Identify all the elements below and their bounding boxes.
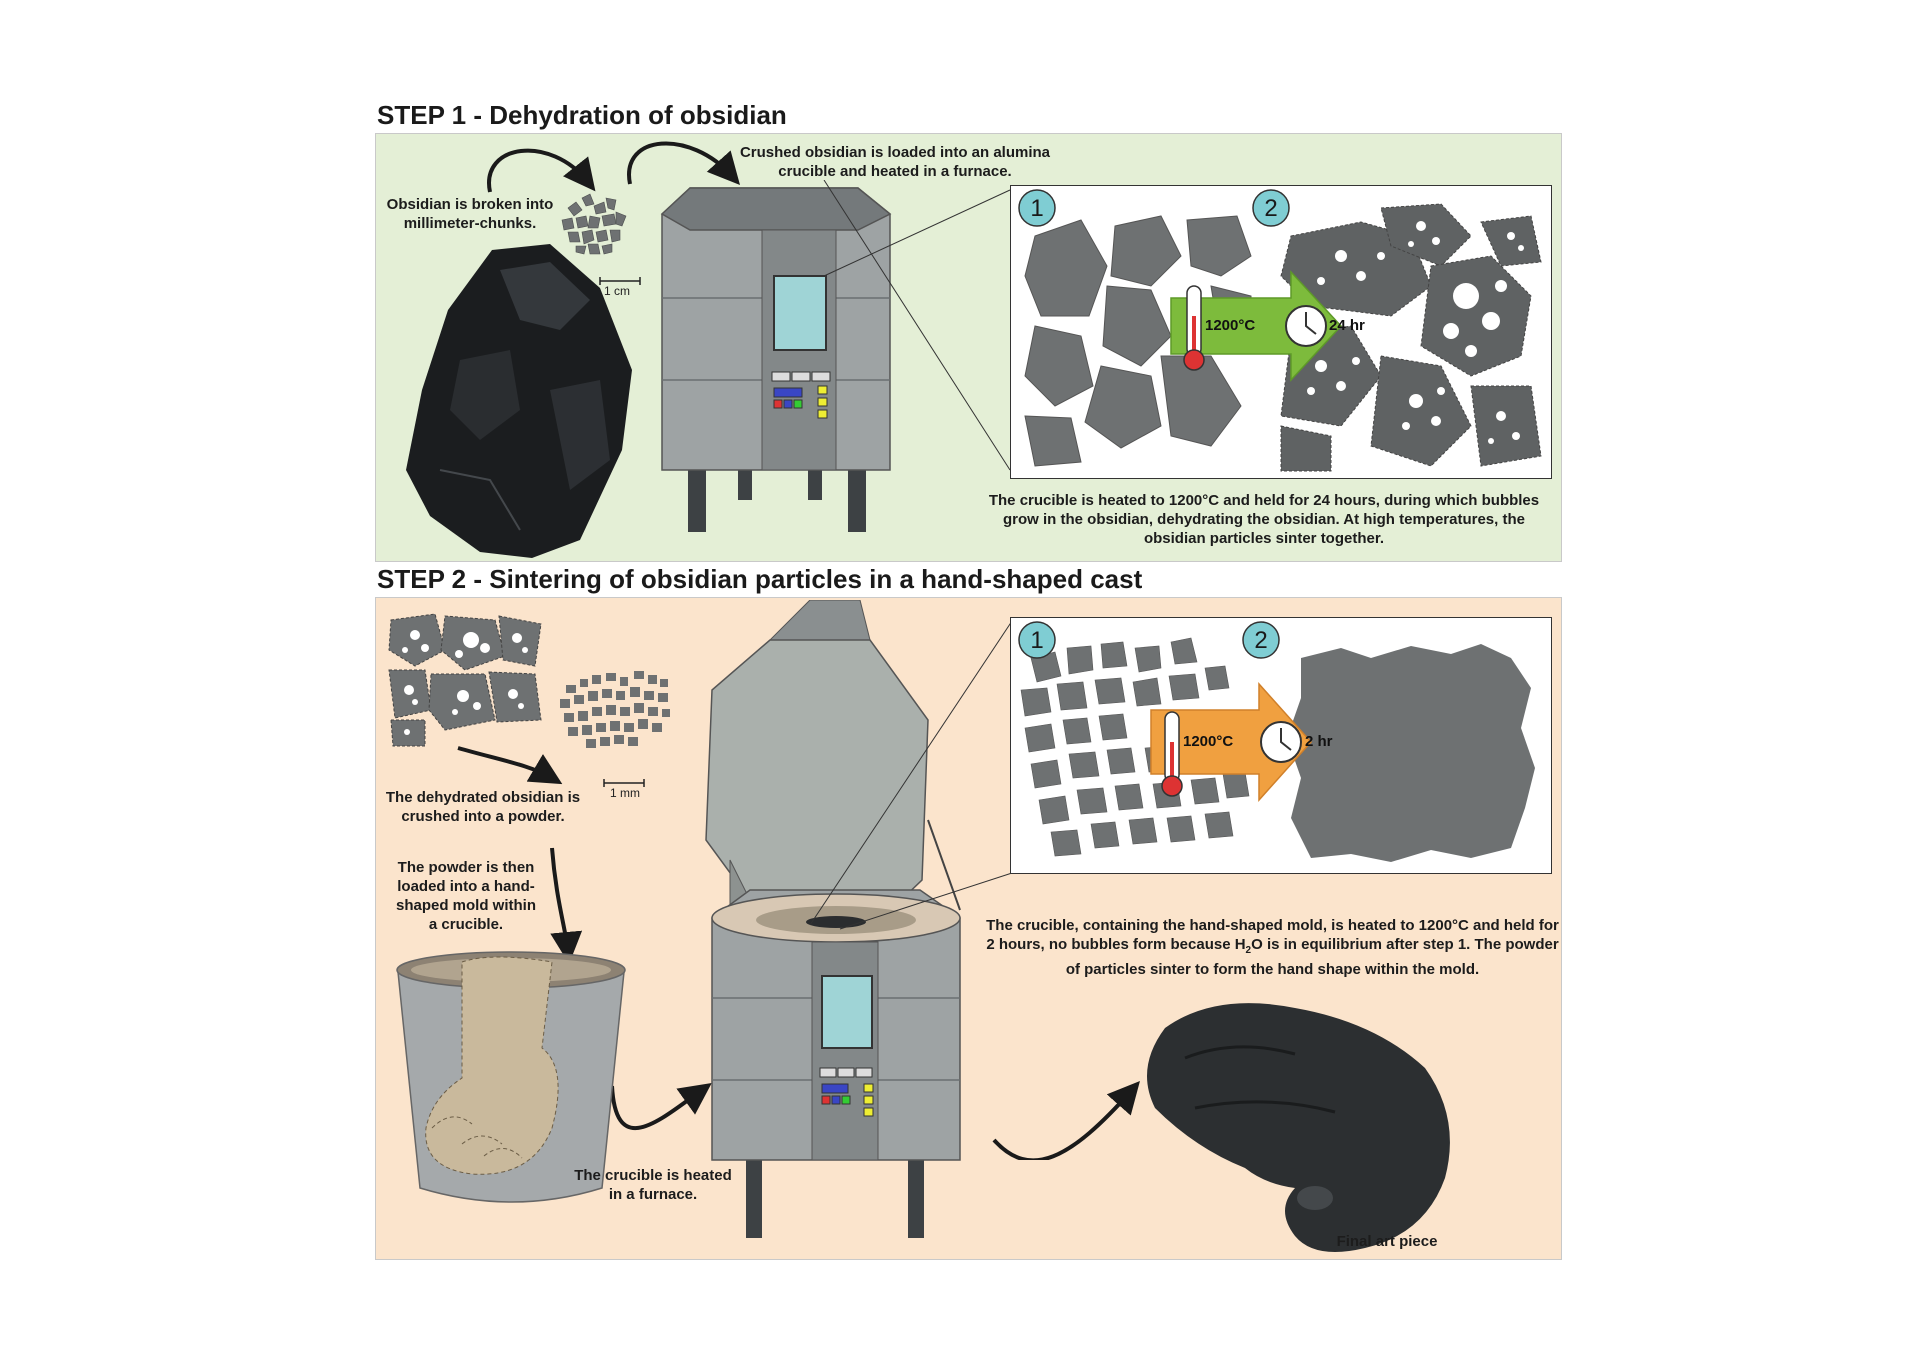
thermometer-icon xyxy=(1161,711,1183,797)
duration-label-2: 2 hr xyxy=(1305,733,1333,750)
furnace-step1 xyxy=(660,187,892,532)
arrow-to-furnace2 xyxy=(610,1083,712,1131)
badge-1 xyxy=(1018,189,1056,227)
thermometer-icon xyxy=(1183,285,1205,371)
furnace2-window xyxy=(821,975,873,1049)
badge-2 xyxy=(1242,621,1280,659)
step2-inset: 1 2 1200°C 2 hr xyxy=(1010,617,1552,874)
temperature-label: 1200°C xyxy=(1205,317,1256,334)
obsidian-chunks xyxy=(561,193,627,255)
clock-icon xyxy=(1260,721,1302,763)
step1-inset: 1 2 1200°C 24 hr xyxy=(1010,185,1552,479)
badge1-label-2: 1 xyxy=(1030,627,1044,654)
badge2-label-2: 2 xyxy=(1254,627,1268,654)
badge2-label: 2 xyxy=(1264,195,1278,222)
caption-furnace: The crucible is heated in a furnace. xyxy=(574,1167,732,1203)
scale-bar-1cm xyxy=(599,277,641,285)
caption-mold: The crucible, containing the hand-shaped… xyxy=(985,916,1560,979)
sintered-mass xyxy=(1287,644,1535,862)
caption-broken: Obsidian is broken into millimeter-chunk… xyxy=(386,196,554,232)
furnace-step2 xyxy=(705,600,961,1238)
caption-loaded: Crushed obsidian is loaded into an alumi… xyxy=(739,144,1051,180)
scale-label-1cm: 1 cm xyxy=(604,284,631,298)
badge-2 xyxy=(1252,189,1290,227)
inset-connectors-2 xyxy=(809,620,1013,930)
caption-mold-post: O is in equilibrium after step 1. The po… xyxy=(1065,936,1559,978)
scale-label-1mm: 1 mm xyxy=(610,786,640,800)
caption-powder: The powder is then loaded into a hand-sh… xyxy=(396,859,537,933)
step2-arrows xyxy=(457,746,1140,1160)
obsidian-rock xyxy=(406,244,632,558)
step1-heading: STEP 1 - Dehydration of obsidian xyxy=(377,100,787,130)
crucible-with-mold xyxy=(396,951,626,1203)
caption-crushed: The dehydrated obsidian is crushed into … xyxy=(385,789,581,825)
final-hand-piece xyxy=(1147,1003,1450,1252)
arrow-to-chunks xyxy=(487,148,596,193)
caption-mold-sub: 2 xyxy=(1245,945,1252,956)
duration-label: 24 hr xyxy=(1329,317,1365,334)
step1-inset-art xyxy=(1018,189,1542,472)
caption-final: Final art piece xyxy=(1336,1233,1438,1250)
temperature-label-2: 1200°C xyxy=(1183,733,1234,750)
step2-inset-art xyxy=(1018,621,1535,862)
caption-heated: The crucible is heated to 1200°C and hel… xyxy=(988,492,1540,547)
inset-connectors-1 xyxy=(823,180,1011,471)
scale-bar-1mm xyxy=(603,779,645,787)
arrow-to-final xyxy=(992,1081,1140,1160)
badge-1 xyxy=(1018,621,1056,659)
furnace-window xyxy=(773,275,827,351)
arrow-to-powder xyxy=(457,746,563,785)
bubbly-particles xyxy=(388,613,542,747)
clock-icon xyxy=(1285,305,1327,347)
caption-mold-pre: The crucible, containing the hand-shaped… xyxy=(986,917,1559,953)
step1-arrows xyxy=(487,141,741,193)
arrow-to-crucible xyxy=(550,847,583,964)
badge1-label: 1 xyxy=(1030,195,1044,222)
step2-heading: STEP 2 - Sintering of obsidian particles… xyxy=(377,564,1143,594)
obsidian-powder xyxy=(560,671,670,748)
arrow-to-furnace xyxy=(627,141,741,185)
